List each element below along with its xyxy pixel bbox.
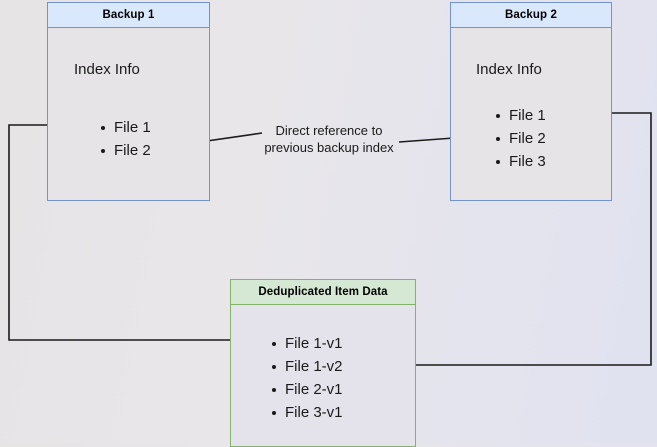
edge-label-line-1: Direct reference to <box>275 123 383 138</box>
list-item[interactable]: File 2-v1 <box>271 378 343 401</box>
node-dedup-body: File 1-v1 File 1-v2 File 2-v1 File 3-v1 <box>231 305 415 446</box>
list-item[interactable]: File 1 <box>100 116 151 139</box>
list-item[interactable]: File 1 <box>495 104 546 127</box>
node-backup-2-body: Index Info File 1 File 2 File 3 <box>451 28 611 200</box>
node-dedup-title: Deduplicated Item Data <box>231 280 415 305</box>
node-backup-2-title: Backup 2 <box>451 3 611 28</box>
list-item[interactable]: File 1-v2 <box>271 355 343 378</box>
dedup-file-list: File 1-v1 File 1-v2 File 2-v1 File 3-v1 <box>271 332 343 424</box>
node-backup-1[interactable]: Backup 1 Index Info File 1 File 2 <box>47 2 210 201</box>
node-backup-1-title: Backup 1 <box>48 3 209 28</box>
node-deduplicated-item-data[interactable]: Deduplicated Item Data File 1-v1 File 1-… <box>230 279 416 447</box>
list-item[interactable]: File 3 <box>495 150 546 173</box>
list-item[interactable]: File 3-v1 <box>271 401 343 424</box>
backup-1-file-list: File 1 File 2 <box>100 116 151 162</box>
backup-2-index-info-label: Index Info <box>476 61 542 78</box>
list-item[interactable]: File 2 <box>495 127 546 150</box>
backup-2-file-list: File 1 File 2 File 3 <box>495 104 546 173</box>
edge-label-direct-reference: Direct reference to previous backup inde… <box>248 122 410 156</box>
list-item[interactable]: File 1-v1 <box>271 332 343 355</box>
node-backup-2[interactable]: Backup 2 Index Info File 1 File 2 File 3 <box>450 2 612 201</box>
backup-1-index-info-label: Index Info <box>74 61 140 78</box>
node-backup-1-body: Index Info File 1 File 2 <box>48 28 209 200</box>
edge-label-line-2: previous backup index <box>264 140 394 155</box>
list-item[interactable]: File 2 <box>100 139 151 162</box>
